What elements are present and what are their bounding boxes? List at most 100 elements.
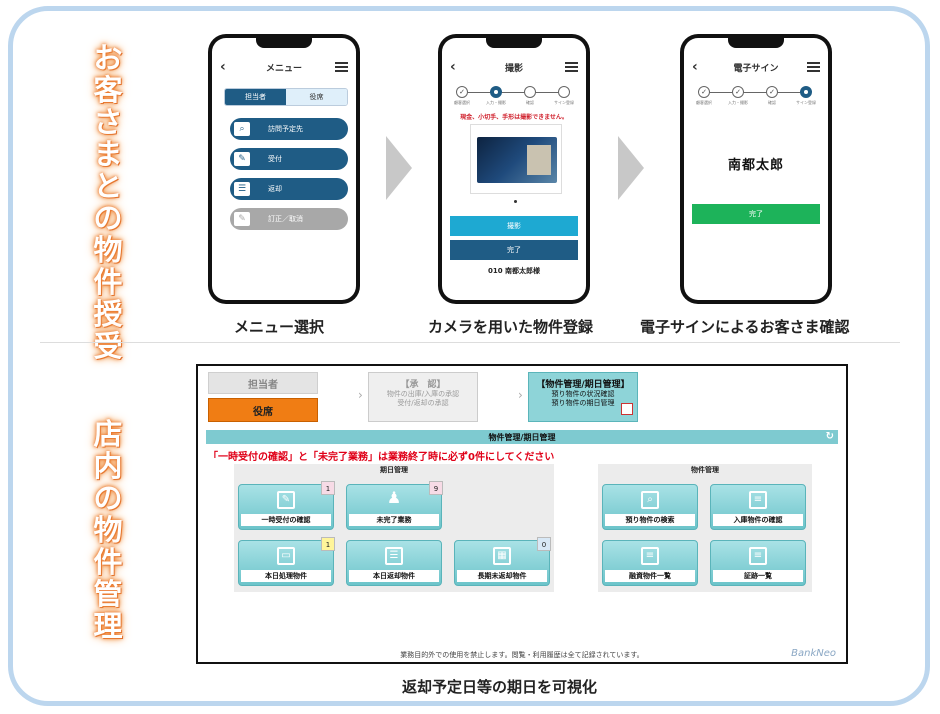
step-check-icon: ✓ — [732, 86, 744, 98]
carousel-dot — [514, 200, 517, 203]
return-button[interactable]: ☰ 返却 — [230, 178, 348, 200]
property-panel: 物件管理 ⌕ 預り物件の検索 ≡ 入庫物件の確認 ≡ 融資物件一覧 ≡ 証跡一覧 — [598, 464, 812, 592]
step-check-icon: ✓ — [766, 86, 778, 98]
tile-loan-list[interactable]: ≡ 融資物件一覧 — [602, 540, 698, 586]
card-icon: ▭ — [277, 547, 295, 565]
search-doc-icon: ⌕ — [234, 122, 250, 136]
chevron-right-icon: › — [358, 388, 363, 402]
edit-icon: ✎ — [277, 491, 295, 509]
receive-button[interactable]: ✎ 受付 — [230, 148, 348, 170]
shoot-button[interactable]: 撮影 — [450, 216, 578, 236]
section-title-char: 物 — [93, 233, 123, 267]
flow-arrow-2 — [618, 136, 644, 200]
step-check-icon: ✓ — [698, 86, 710, 98]
role-segment: 担当者 役席 — [224, 88, 348, 106]
step-check-icon: ✓ — [456, 86, 468, 98]
section-title-char: お — [93, 41, 123, 75]
step-indicator: ✓ 顧客選択 入力・撮影 確認 サイン登録 — [452, 86, 576, 108]
tile-check-incoming[interactable]: ≡ 入庫物件の確認 — [710, 484, 806, 530]
document-icon: ≡ — [749, 547, 767, 565]
section-title-char: 件 — [93, 545, 123, 579]
document-icon: ≡ — [641, 547, 659, 565]
step-indicator: ✓ ✓ ✓ 顧客選択 入力・撮影 確認 サイン登録 — [694, 86, 818, 108]
step-current-icon — [490, 86, 502, 98]
tab-staff[interactable]: 担当者 — [208, 372, 318, 394]
section-title-instore-management: 店内の物件管理 — [84, 418, 132, 642]
phone-signature: ‹ 電子サイン ✓ ✓ ✓ 顧客選択 入力・撮影 確認 サイン登録 南都太郎 完… — [680, 34, 832, 304]
tile-temp-receipt[interactable]: ✎ 一時受付の確認 1 — [238, 481, 335, 530]
section-title-char: 物 — [93, 513, 123, 547]
section-title-char: 客 — [93, 73, 123, 107]
tile-today-return[interactable]: ☰ 本日返却物件 — [346, 540, 442, 586]
count-badge: 0 — [537, 537, 551, 551]
section-divider — [40, 342, 900, 343]
page-title: 撮影 — [504, 63, 523, 74]
photo-warning: 現金、小切手、手形は撮影できません。 — [460, 114, 568, 121]
caption-menu: メニュー選択 — [234, 318, 325, 336]
document-icon: ≡ — [749, 491, 767, 509]
correct-cancel-button[interactable]: ✎ 訂正／取消 — [230, 208, 348, 230]
section-title-char: 授 — [93, 297, 123, 331]
tile-incomplete-tasks[interactable]: ♟ 未完了業務 9 — [346, 481, 443, 530]
back-icon[interactable]: ‹ — [450, 59, 456, 75]
section-title-char: さ — [93, 105, 123, 139]
tile-long-unreturned[interactable]: ▦ 長期未返却物件 0 — [454, 537, 551, 586]
section-title-char: 店 — [93, 417, 123, 451]
section-title-char: 理 — [93, 609, 123, 643]
section-title-char: 件 — [93, 265, 123, 299]
hamburger-icon[interactable] — [807, 62, 820, 72]
brand-logo: BankNeo — [791, 648, 836, 659]
approval-box[interactable]: 【承 認】 物件の出庫/入庫の承認 受付/返却の承認 — [368, 372, 478, 422]
flow-arrow-1 — [386, 136, 412, 200]
alert-message: 「一時受付の確認」と「未完了業務」は業務終了時に必ず0件にしてください — [208, 452, 555, 463]
phone-menu: ‹ メニュー 担当者 役席 ⌕ 訪問予定先 ✎ 受付 ☰ 返却 ✎ 訂正／取消 — [208, 34, 360, 304]
step-label: サイン登録 — [796, 100, 816, 105]
done-button[interactable]: 完了 — [692, 204, 820, 224]
step-label: 確認 — [768, 100, 776, 105]
step-label: サイン登録 — [554, 100, 574, 105]
hamburger-icon[interactable] — [335, 62, 348, 72]
tile-today-processing[interactable]: ▭ 本日処理物件 1 — [238, 537, 335, 586]
back-icon[interactable]: ‹ — [220, 59, 226, 75]
chevron-right-icon: › — [518, 388, 523, 402]
tile-search-property[interactable]: ⌕ 預り物件の検索 — [602, 484, 698, 530]
document-edit-icon: ✎ — [234, 212, 250, 226]
segment-manager[interactable]: 役席 — [286, 89, 347, 105]
step-current-icon — [800, 86, 812, 98]
signature-area[interactable]: 南都太郎 — [727, 158, 784, 173]
page-title: 電子サイン — [733, 63, 779, 74]
step-label: 入力・撮影 — [486, 100, 506, 105]
back-icon[interactable]: ‹ — [692, 59, 698, 75]
hamburger-icon[interactable] — [565, 62, 578, 72]
phone-camera: ‹ 撮影 ✓ 顧客選択 入力・撮影 確認 サイン登録 現金、小切手、手形は撮影で… — [438, 34, 590, 304]
section-title-char: ま — [93, 137, 123, 171]
step-label: 確認 — [526, 100, 534, 105]
visit-schedule-button[interactable]: ⌕ 訪問予定先 — [230, 118, 348, 140]
tile-evidence-list[interactable]: ≡ 証跡一覧 — [710, 540, 806, 586]
tab-manager[interactable]: 役席 — [208, 398, 318, 422]
hand-document-icon: ☰ — [234, 182, 250, 196]
step-pending-icon — [558, 86, 570, 98]
count-badge: 1 — [321, 481, 335, 495]
edit-icon: ✎ — [234, 152, 250, 166]
section-bar: 物件管理/期日管理 ↻ — [206, 430, 838, 444]
calendar-icon: ▦ — [493, 547, 511, 565]
step-label: 顧客選択 — [454, 100, 470, 105]
done-button[interactable]: 完了 — [450, 240, 578, 260]
segment-staff[interactable]: 担当者 — [225, 89, 286, 105]
step-pending-icon — [524, 86, 536, 98]
section-title-char: 内 — [93, 449, 123, 483]
captured-photo[interactable] — [470, 124, 562, 194]
count-badge: 1 — [321, 537, 335, 551]
property-deadline-box[interactable]: 【物件管理/期日管理】 預り物件の状況確認 預り物件の期日管理 — [528, 372, 638, 422]
section-title-char: の — [93, 201, 123, 235]
step-label: 顧客選択 — [696, 100, 712, 105]
refresh-icon[interactable]: ↻ — [825, 431, 834, 442]
page-title: メニュー — [265, 63, 302, 74]
section-title-char: と — [93, 169, 123, 203]
section-title-char: 受 — [93, 329, 123, 363]
hand-document-icon: ☰ — [385, 547, 403, 565]
warning-icon — [621, 403, 633, 415]
search-doc-icon: ⌕ — [641, 491, 659, 509]
footer-notice: 業務目的外での使用を禁止します。閲覧・利用履歴は全て記録されています。 — [400, 651, 644, 659]
